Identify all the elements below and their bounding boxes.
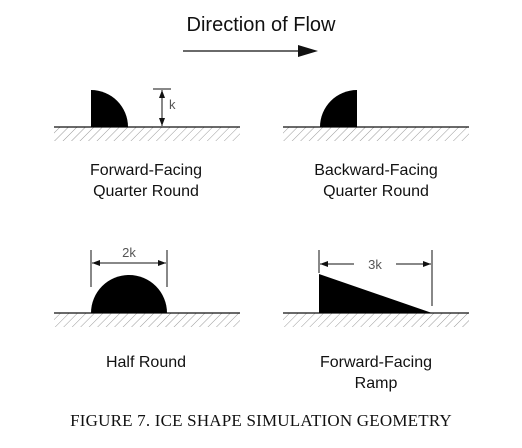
panel-label-backward-quarter-round: Backward-Facing Quarter Round [276, 160, 476, 202]
ice-shape-half-round [91, 275, 167, 313]
surface-hatch [283, 313, 469, 327]
panel-forward-quarter-round: k [54, 88, 240, 141]
dimension-3k: 3k [318, 250, 433, 306]
surface-hatch [283, 127, 469, 141]
panel-half-round: 2k [54, 245, 240, 327]
dimension-label: 3k [368, 257, 382, 272]
ice-shape-quarter-round [91, 90, 128, 127]
ice-shape-ramp [319, 274, 432, 313]
panel-label-half-round: Half Round [46, 352, 246, 373]
dimension-k: k [153, 88, 176, 126]
dimension-label: 2k [122, 245, 136, 260]
label-line-2: Quarter Round [93, 183, 199, 200]
label-line-1: Half Round [105, 354, 187, 371]
surface-hatch [54, 313, 240, 327]
panel-backward-quarter-round [283, 90, 469, 141]
dimension-label: k [169, 97, 176, 112]
dimension-2k: 2k [90, 245, 168, 287]
ice-shape-quarter-round [320, 90, 357, 127]
panel-forward-ramp: 3k [283, 250, 469, 327]
label-line-1: Forward-Facing [319, 354, 433, 371]
label-line-2: Ramp [354, 375, 398, 392]
flow-direction-arrow [183, 45, 318, 57]
label-line-1: Backward-Facing [314, 162, 438, 179]
surface-hatch [54, 127, 240, 141]
panel-label-forward-ramp: Forward-Facing Ramp [276, 352, 476, 394]
figure-caption: FIGURE 7. ICE SHAPE SIMULATION GEOMETRY [70, 411, 452, 430]
label-line-2: Quarter Round [323, 183, 429, 200]
label-line-1: Forward-Facing [89, 162, 203, 179]
panel-label-forward-quarter-round: Forward-Facing Quarter Round [46, 160, 246, 202]
flow-direction-title: Direction of Flow [186, 14, 336, 36]
